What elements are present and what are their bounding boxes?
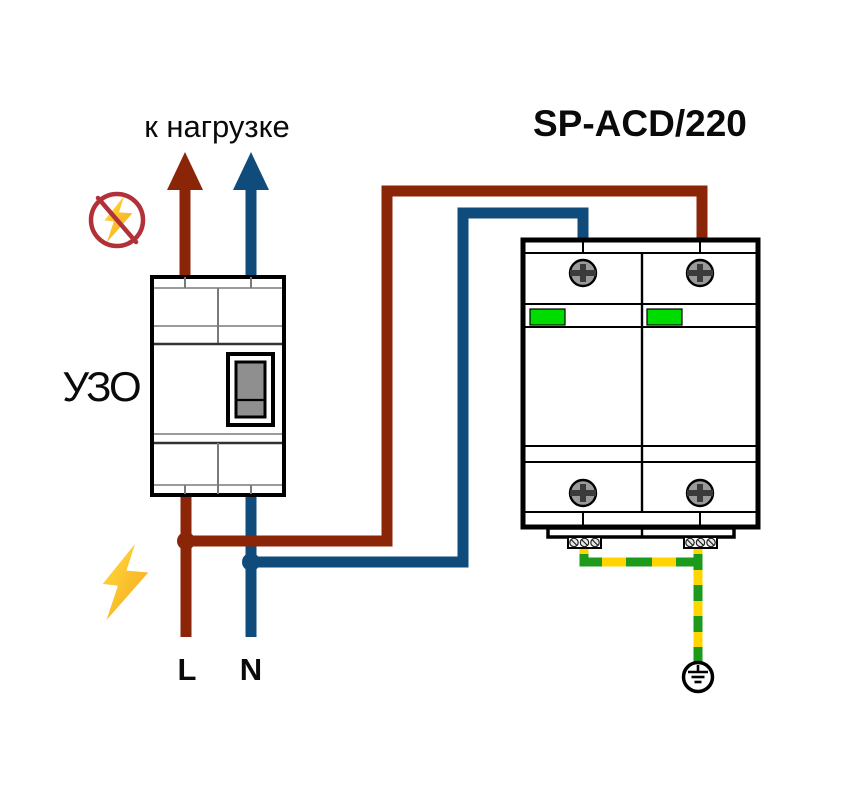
spd-body — [520, 237, 761, 530]
phase-label: L — [177, 652, 197, 687]
neutral-arrow-shaft — [245, 186, 257, 279]
spd-top-terminal-ticks — [582, 240, 701, 253]
spd-bottom-terminal-ticks — [582, 512, 701, 527]
spd-indicator-left — [529, 308, 566, 326]
spd-device — [520, 237, 761, 549]
screw-icon-top-left — [568, 258, 598, 288]
phase-wiring — [167, 152, 708, 637]
rcd-top-terminal-ticks — [184, 277, 252, 288]
screw-icon-top-right — [685, 258, 715, 288]
neutral-label: N — [239, 652, 263, 687]
terminal-block-left — [567, 536, 602, 549]
rcd-toggle-switch — [226, 352, 275, 427]
phase-arrow-head — [167, 152, 203, 190]
earth-ground-icon — [681, 660, 715, 694]
rcd-device — [150, 275, 286, 497]
phase-arrow-shaft — [179, 186, 191, 279]
rcd-bottom-terminal-ticks — [184, 485, 252, 494]
phase-spd-wire — [186, 185, 708, 547]
rcd-label: УЗО — [62, 363, 141, 410]
ground-wire-left-stripes — [579, 546, 701, 567]
terminal-block-right — [683, 536, 718, 549]
phase-junction-dot — [177, 532, 195, 550]
load-label: к нагрузке — [144, 109, 290, 144]
screw-icon-bottom-left — [568, 478, 598, 508]
ground-wiring — [579, 546, 715, 694]
neutral-spd-wire — [251, 207, 589, 568]
screw-icon-bottom-right — [685, 478, 715, 508]
lightning-bolt-icon — [102, 544, 149, 620]
neutral-junction-dot — [242, 553, 260, 571]
neutral-wiring — [233, 152, 589, 637]
model-label: SP-ACD/220 — [533, 103, 747, 144]
spd-indicator-right — [646, 308, 683, 326]
no-surge-icon — [88, 191, 146, 249]
neutral-arrow-head — [233, 152, 269, 190]
